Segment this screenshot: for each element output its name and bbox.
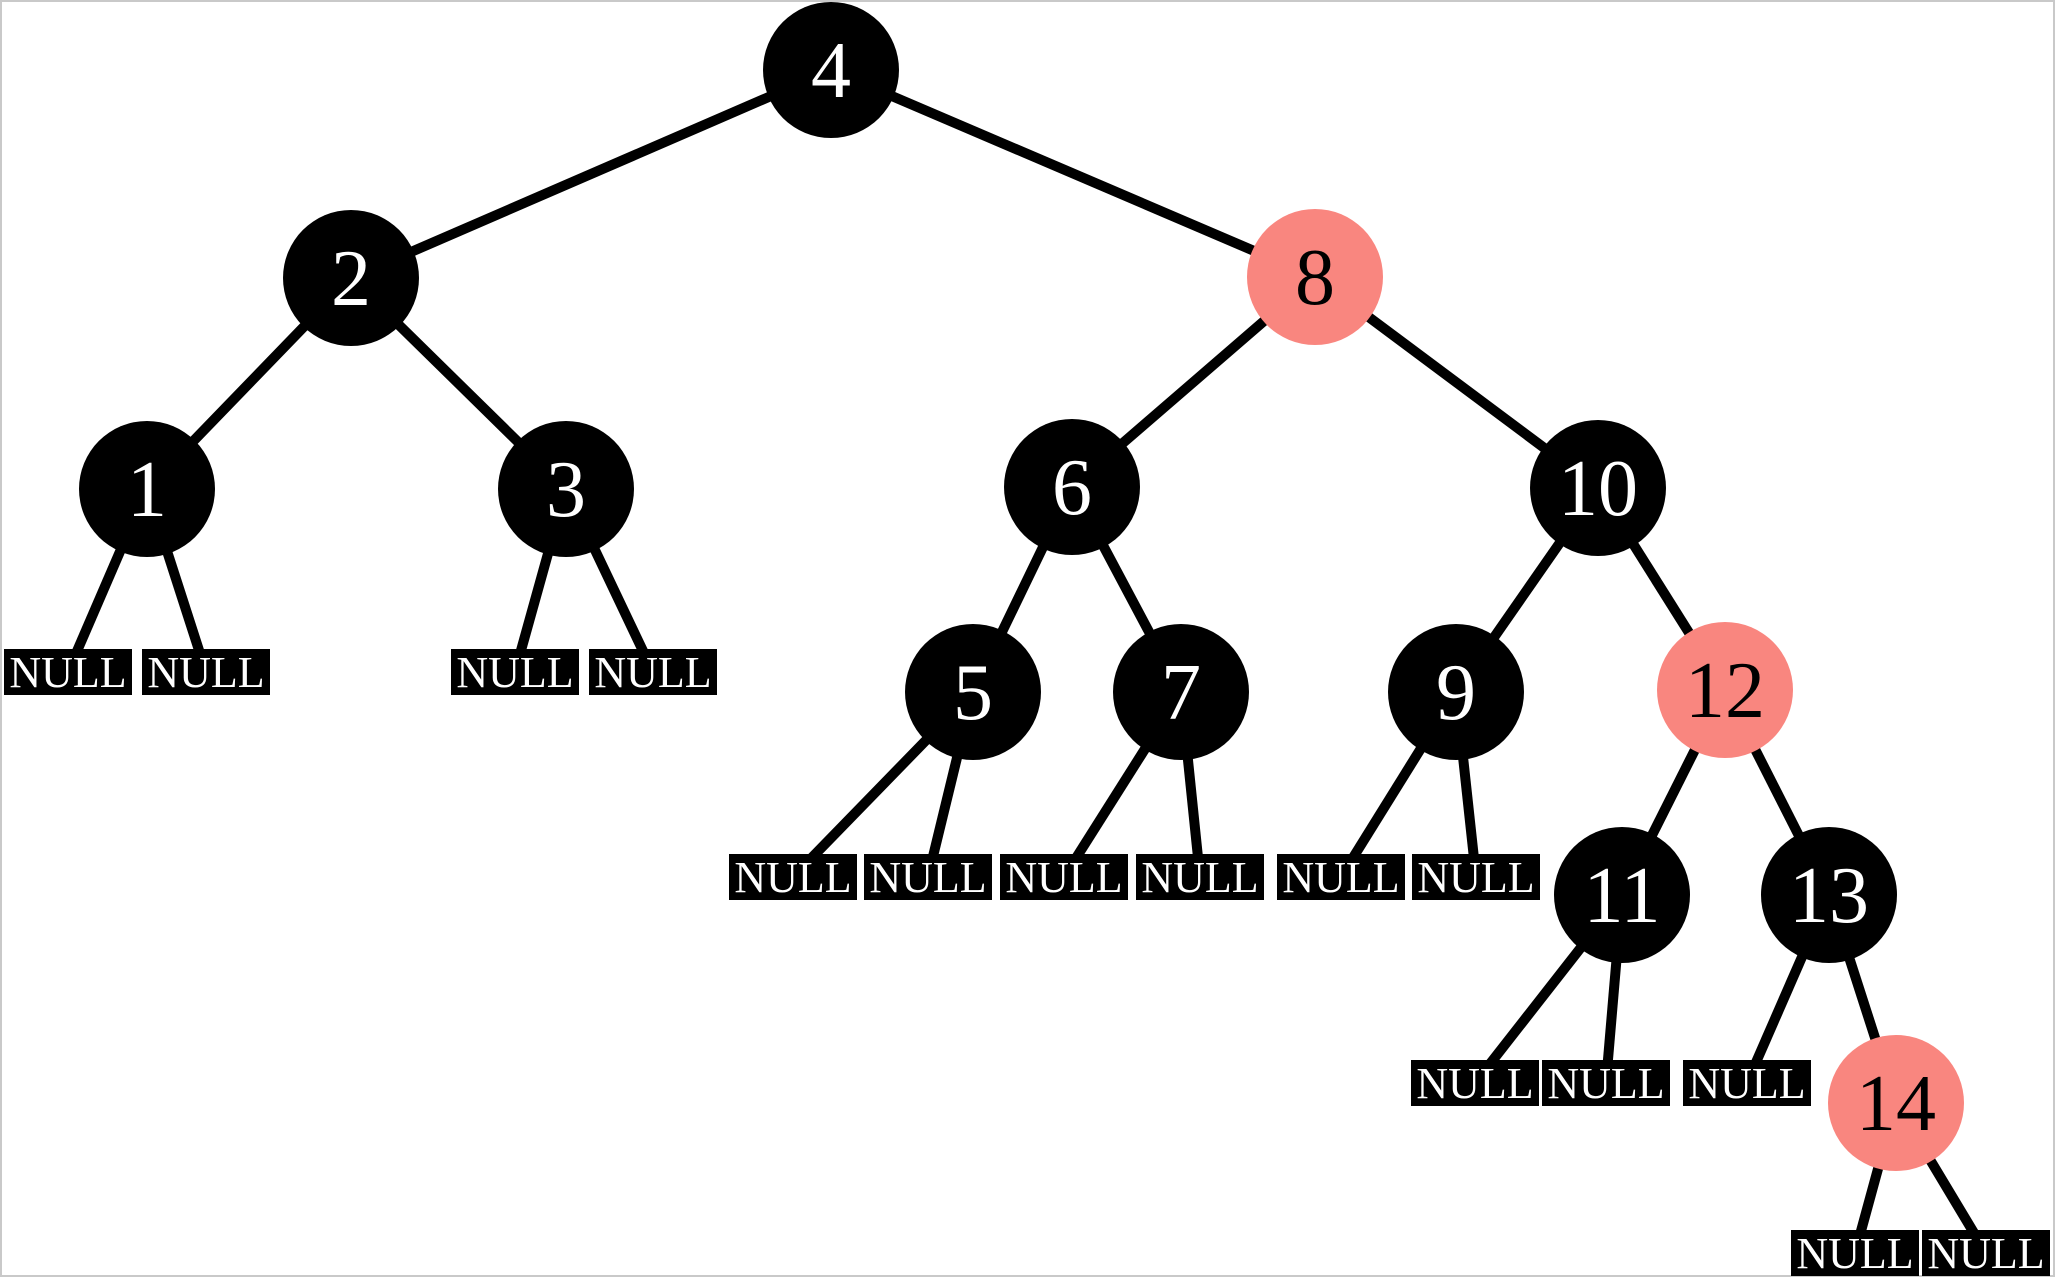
tree-node-9-black bbox=[1388, 624, 1524, 760]
tree-node-13-black bbox=[1761, 827, 1897, 963]
tree-node-7-black bbox=[1113, 624, 1249, 760]
null-leaf-box bbox=[1277, 854, 1405, 900]
tree-node-11-black bbox=[1554, 827, 1690, 963]
null-leaf-box bbox=[1411, 1060, 1539, 1106]
null-leaf-box bbox=[4, 649, 132, 695]
null-leaf-box bbox=[1542, 1060, 1670, 1106]
tree-node-12-red bbox=[1657, 622, 1793, 758]
null-leaf-box bbox=[451, 649, 579, 695]
null-leaf-box bbox=[1683, 1060, 1811, 1106]
null-leaf-box bbox=[1412, 854, 1540, 900]
tree-node-8-red bbox=[1247, 209, 1383, 345]
null-leaf-box bbox=[729, 854, 857, 900]
tree-node-3-black bbox=[498, 421, 634, 557]
tree-edge-4-8 bbox=[829, 65, 1317, 282]
null-leaf-box bbox=[142, 649, 270, 695]
tree-edge-4-2 bbox=[349, 65, 833, 283]
tree-node-5-black bbox=[905, 624, 1041, 760]
null-leaf-box bbox=[1791, 1230, 1919, 1276]
tree-node-2-black bbox=[283, 210, 419, 346]
null-leaf-box bbox=[864, 854, 992, 900]
null-leaf-box bbox=[1922, 1230, 2050, 1276]
tree-node-4-black bbox=[763, 2, 899, 138]
tree-node-10-black bbox=[1530, 420, 1666, 556]
tree-node-6-black bbox=[1004, 419, 1140, 555]
null-leaf-box bbox=[1136, 854, 1264, 900]
null-leaf-box bbox=[1000, 854, 1128, 900]
tree-node-1-black bbox=[79, 421, 215, 557]
tree-node-14-red bbox=[1828, 1035, 1964, 1171]
null-leaf-box bbox=[589, 649, 717, 695]
